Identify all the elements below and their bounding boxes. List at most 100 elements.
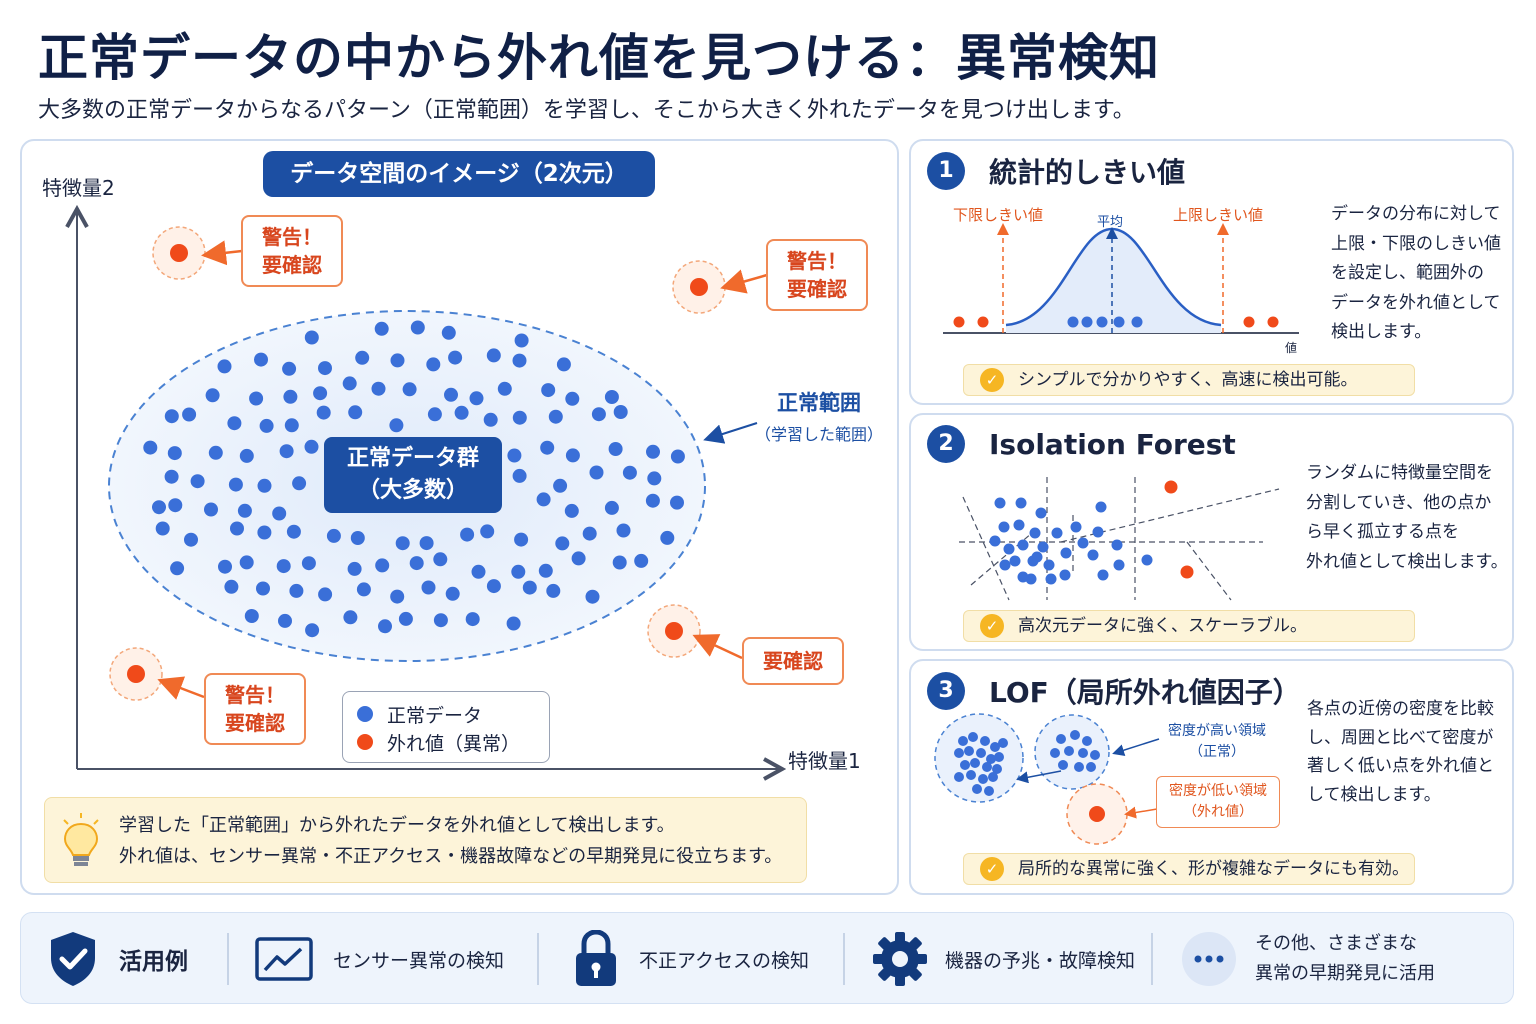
normal-point xyxy=(612,555,627,570)
normal-point xyxy=(227,416,242,431)
normal-point xyxy=(278,613,292,628)
outlier-point xyxy=(1180,565,1194,579)
normal-point xyxy=(660,530,675,545)
use-cases-bar: 活用例 センサー異常の検知 不正アクセスの検知 xyxy=(20,912,1514,1004)
normal-point xyxy=(994,497,1006,509)
normal-point xyxy=(419,536,434,551)
normal-point xyxy=(616,523,631,538)
check-icon: ✓ xyxy=(980,368,1004,392)
data-space-panel: データ空間のイメージ（2次元） 特徴量2 特徴量1 警告！要確認 警告！要確認 … xyxy=(20,139,899,895)
normal-point xyxy=(512,468,527,483)
y-axis-label: 特徴量2 xyxy=(42,176,115,200)
use-cases-heading: 活用例 xyxy=(119,949,188,975)
normal-point xyxy=(375,558,390,573)
normal-point xyxy=(604,500,619,515)
normal-point xyxy=(284,418,299,433)
method-description: 各点の近傍の密度を比較し、周囲と比べて密度が著しく低い点を外れ値として検出します… xyxy=(1307,699,1494,805)
normal-point xyxy=(954,748,964,758)
normal-point xyxy=(978,774,988,784)
normal-point xyxy=(283,389,298,404)
normal-point xyxy=(454,405,469,420)
normal-point xyxy=(507,448,522,463)
method-isolation-forest: 2 Isolation Forest ランダムに特徴量空間を分割していき、他の点… xyxy=(909,413,1514,651)
normal-point xyxy=(208,445,223,460)
normal-point xyxy=(217,359,232,374)
outlier-point xyxy=(1089,806,1105,822)
normal-point xyxy=(604,390,619,404)
normal-point xyxy=(1097,569,1109,581)
normal-point xyxy=(1059,569,1071,581)
normal-point xyxy=(538,563,553,578)
normal-point xyxy=(1074,762,1084,772)
normal-point xyxy=(998,738,1008,748)
normal-point xyxy=(1070,521,1082,533)
normal-point xyxy=(152,500,166,515)
normal-point xyxy=(471,564,486,579)
normal-point xyxy=(1081,316,1093,328)
normal-point xyxy=(486,348,501,363)
normal-point xyxy=(326,528,341,543)
normal-point xyxy=(305,623,320,638)
normal-point xyxy=(536,492,551,507)
normal-point xyxy=(259,418,274,433)
normal-point xyxy=(1017,571,1029,583)
normal-point xyxy=(1060,547,1072,559)
normal-point xyxy=(272,506,287,521)
use-case-access: 不正アクセスの検知 xyxy=(639,949,810,972)
normal-point xyxy=(964,746,974,756)
normal-point xyxy=(390,589,405,604)
normal-point xyxy=(164,409,179,424)
normal-point xyxy=(571,551,586,566)
normal-cluster-label: 正常データ群 （大多数） xyxy=(324,437,502,513)
normal-point xyxy=(1029,527,1041,539)
normal-point xyxy=(497,381,512,396)
mean-label: 平均 xyxy=(1097,215,1124,230)
normal-point xyxy=(304,439,319,454)
normal-point xyxy=(512,353,527,368)
warning-callout: 警告！要確認 xyxy=(766,239,868,311)
normal-point xyxy=(994,752,1004,762)
partition-lines xyxy=(959,477,1280,601)
normal-point xyxy=(1077,537,1089,549)
normal-point xyxy=(184,532,198,547)
normal-point xyxy=(511,564,526,579)
normal-point xyxy=(356,582,371,597)
high-density-label: 密度が高い領域（正常） xyxy=(1168,723,1266,760)
method-lof: 3 LOF（局所外れ値因子） 密度が高い領域（正常） 密度が低い領域（外れ値） … xyxy=(909,659,1514,895)
normal-point xyxy=(343,610,358,625)
normal-point xyxy=(670,449,685,464)
normal-point xyxy=(541,383,556,398)
outlier-points xyxy=(109,226,726,701)
data-space-badge: データ空間のイメージ（2次元） xyxy=(263,151,655,197)
normal-point xyxy=(155,521,170,536)
normal-point xyxy=(427,407,442,422)
low-density-label: 密度が低い領域（外れ値） xyxy=(1156,776,1280,828)
normal-point xyxy=(342,376,357,391)
normal-point xyxy=(548,409,563,424)
normal-point xyxy=(670,495,684,510)
normal-point xyxy=(448,350,463,365)
normal-point xyxy=(230,521,244,536)
normal-point xyxy=(1037,541,1049,553)
normal-point xyxy=(565,448,580,463)
shield-check-icon xyxy=(51,932,95,986)
range-arrow xyxy=(703,422,758,444)
normal-point xyxy=(170,561,185,576)
legend-outlier: 外れ値（異常） xyxy=(387,732,521,755)
normal-point xyxy=(1017,539,1029,551)
normal-point xyxy=(460,527,475,542)
normal-point xyxy=(1043,559,1055,571)
normal-point xyxy=(279,444,294,459)
outlier-point xyxy=(665,622,683,640)
normal-point xyxy=(582,526,597,541)
normal-point xyxy=(556,357,571,372)
normal-point xyxy=(224,579,239,594)
normal-point xyxy=(304,330,319,345)
normal-point xyxy=(1131,316,1143,328)
normal-point xyxy=(647,471,662,486)
value-axis-label: 値 xyxy=(1285,341,1298,355)
normal-point xyxy=(318,361,332,376)
divider xyxy=(843,933,845,985)
normal-point xyxy=(958,736,968,746)
normal-point xyxy=(634,553,649,568)
